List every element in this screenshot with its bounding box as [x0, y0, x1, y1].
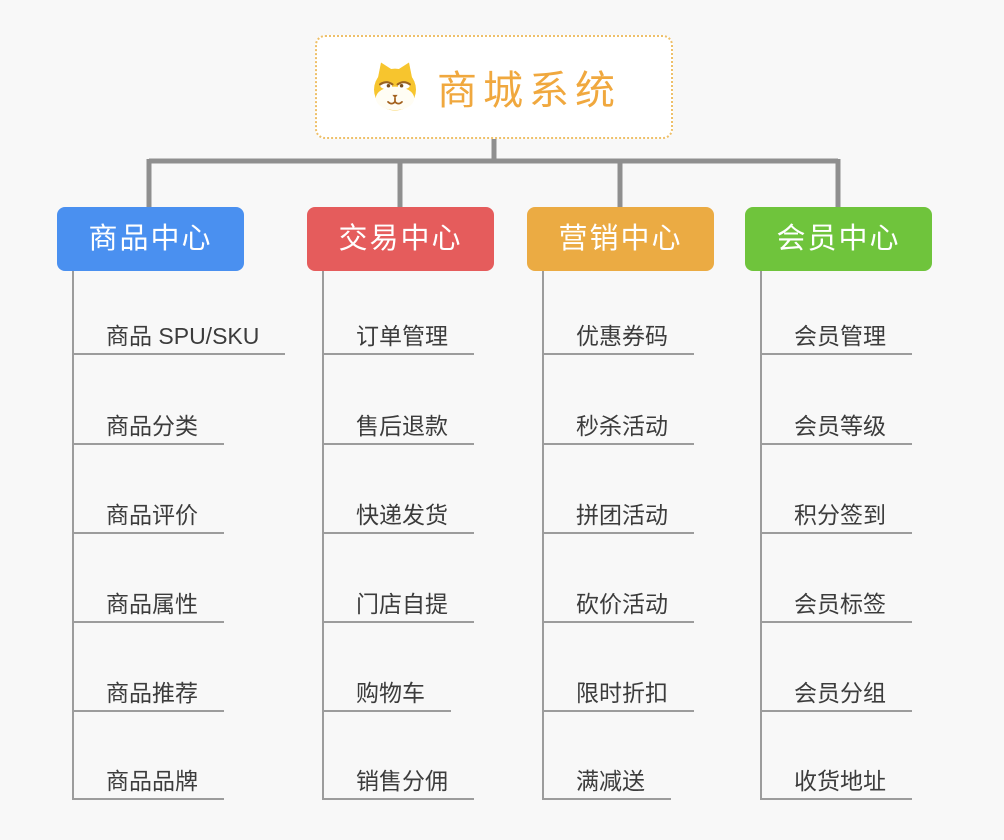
leaf-topic[interactable]: 门店自提 — [322, 587, 474, 623]
leaf-topic[interactable]: 购物车 — [322, 676, 451, 712]
leaf-topic[interactable]: 会员标签 — [760, 587, 912, 623]
leaf-topic[interactable]: 会员分组 — [760, 676, 912, 712]
branch-trunk-line — [760, 271, 762, 800]
branch-node[interactable]: 会员中心 — [745, 207, 932, 271]
leaf-topic[interactable]: 限时折扣 — [542, 676, 694, 712]
branch-node[interactable]: 营销中心 — [527, 207, 714, 271]
leaf-topic[interactable]: 商品推荐 — [72, 676, 224, 712]
branch-trunk-line — [72, 271, 74, 800]
branch-trunk-line — [322, 271, 324, 800]
leaf-topic[interactable]: 订单管理 — [322, 319, 474, 355]
leaf-topic[interactable]: 快递发货 — [322, 498, 474, 534]
leaf-topic[interactable]: 销售分佣 — [322, 764, 474, 800]
leaf-topic[interactable]: 优惠券码 — [542, 319, 694, 355]
branch-node[interactable]: 商品中心 — [57, 207, 244, 271]
leaf-topic[interactable]: 会员等级 — [760, 409, 912, 445]
leaf-topic[interactable]: 商品品牌 — [72, 764, 224, 800]
leaf-topic[interactable]: 收货地址 — [760, 764, 912, 800]
branch-trunk-line — [542, 271, 544, 800]
leaf-topic[interactable]: 商品评价 — [72, 498, 224, 534]
leaf-topic[interactable]: 拼团活动 — [542, 498, 694, 534]
leaf-topic[interactable]: 商品属性 — [72, 587, 224, 623]
leaf-topic[interactable]: 商品 SPU/SKU — [72, 319, 286, 355]
leaf-topic[interactable]: 售后退款 — [322, 409, 474, 445]
leaf-topic[interactable]: 积分签到 — [760, 498, 912, 534]
leaf-topic[interactable]: 会员管理 — [760, 319, 912, 355]
root-node[interactable]: 商城系统 — [315, 35, 673, 139]
leaf-topic[interactable]: 商品分类 — [72, 409, 224, 445]
leaf-topic[interactable]: 秒杀活动 — [542, 409, 694, 445]
root-title: 商城系统 — [437, 69, 621, 113]
dog-icon — [374, 62, 416, 111]
branch-node[interactable]: 交易中心 — [307, 207, 494, 271]
leaf-topic[interactable]: 满减送 — [542, 764, 671, 800]
leaf-topic[interactable]: 砍价活动 — [542, 587, 694, 623]
